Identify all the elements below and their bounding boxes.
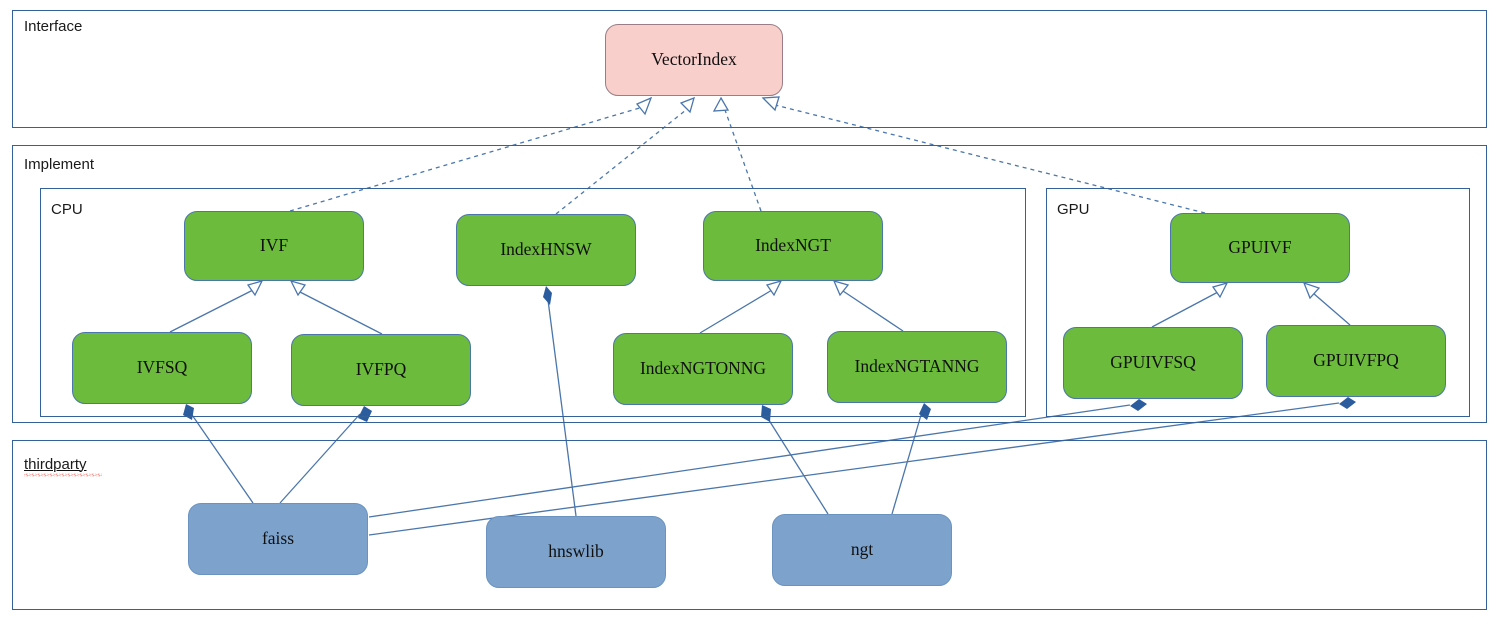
- node-ivf[interactable]: IVF: [184, 211, 364, 281]
- node-label-vectorindex: VectorIndex: [651, 49, 737, 70]
- node-label-faiss: faiss: [261, 528, 295, 549]
- group-label-interface: Interface: [24, 18, 83, 35]
- node-gpuivf[interactable]: GPUIVF: [1170, 213, 1350, 283]
- node-ivfsq[interactable]: IVFSQ: [72, 332, 252, 404]
- node-gpuivfsq[interactable]: GPUIVFSQ: [1063, 327, 1243, 399]
- group-label-implement: Implement: [24, 156, 95, 173]
- node-indexngtonng[interactable]: IndexNGTONNG: [613, 333, 793, 405]
- node-label-indexhnsw: IndexHNSW: [500, 239, 592, 260]
- node-label-ivf: IVF: [259, 235, 289, 256]
- group-implement: [12, 145, 1487, 423]
- node-label-indexngtanng: IndexNGTANNG: [854, 356, 980, 377]
- node-label-hnswlib: hnswlib: [548, 541, 604, 562]
- node-hnswlib[interactable]: hnswlib: [486, 516, 666, 588]
- node-label-ivfpq: IVFPQ: [355, 359, 407, 380]
- spellcheck-squiggle-thirdparty: [24, 473, 102, 477]
- node-indexhnsw[interactable]: IndexHNSW: [456, 214, 636, 286]
- node-label-indexngt: IndexNGT: [755, 235, 831, 256]
- group-cpu: [40, 188, 1026, 417]
- node-ivfpq[interactable]: IVFPQ: [291, 334, 471, 406]
- node-indexngtanng[interactable]: IndexNGTANNG: [827, 331, 1007, 403]
- node-ngt[interactable]: ngt: [772, 514, 952, 586]
- node-label-indexngtonng: IndexNGTONNG: [639, 358, 767, 379]
- node-indexngt[interactable]: IndexNGT: [703, 211, 883, 281]
- node-label-gpuivfsq: GPUIVFSQ: [1110, 352, 1196, 373]
- node-label-gpuivfpq: GPUIVFPQ: [1313, 350, 1399, 371]
- group-label-gpu: GPU: [1057, 201, 1090, 218]
- group-interface: [12, 10, 1487, 128]
- node-vectorindex[interactable]: VectorIndex: [605, 24, 783, 96]
- node-faiss[interactable]: faiss: [188, 503, 368, 575]
- group-gpu: [1046, 188, 1470, 417]
- node-label-ngt: ngt: [850, 539, 874, 560]
- group-label-cpu: CPU: [51, 201, 83, 218]
- group-label-thirdparty: thirdparty: [24, 456, 87, 473]
- node-label-gpuivf: GPUIVF: [1228, 237, 1292, 258]
- group-thirdparty: [12, 440, 1487, 610]
- node-label-ivfsq: IVFSQ: [136, 357, 188, 378]
- node-gpuivfpq[interactable]: GPUIVFPQ: [1266, 325, 1446, 397]
